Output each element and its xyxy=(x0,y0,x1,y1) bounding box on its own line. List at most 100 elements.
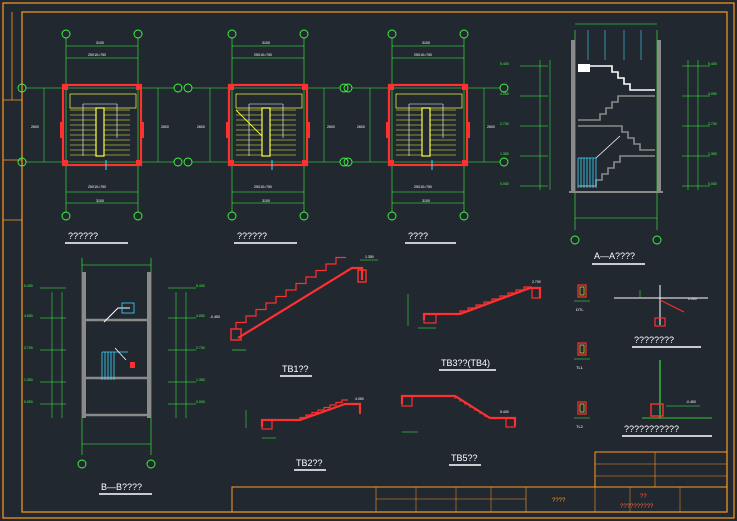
level-text: 0.000 xyxy=(708,182,717,186)
beam-label: TL1 xyxy=(576,365,584,370)
dim-text: 25X10=750 xyxy=(414,53,432,57)
wall-section xyxy=(657,40,661,192)
dim-text: 25X10=750 xyxy=(254,185,272,189)
beam-tag xyxy=(226,122,229,138)
stirrup xyxy=(579,286,585,296)
landing xyxy=(235,93,303,109)
axis-bubble xyxy=(499,83,509,93)
axis-bubble xyxy=(133,211,143,221)
tb-bearing xyxy=(357,269,367,283)
tb34-slab xyxy=(422,286,542,320)
dim-text: 3100 xyxy=(422,41,430,45)
detail-2: -0.450 xyxy=(642,360,712,419)
tb34-detail: 2.700 xyxy=(407,280,542,329)
beam-tag xyxy=(467,122,470,138)
axis-bubble xyxy=(17,83,27,93)
beam-outline xyxy=(577,401,587,415)
level-text: 5.400 xyxy=(196,284,205,288)
level-text: -0.450 xyxy=(210,315,220,319)
dim-text: 2600 xyxy=(487,125,495,129)
column xyxy=(462,84,468,90)
dim-text: 2600 xyxy=(327,125,335,129)
beam-label: DTL xyxy=(576,307,584,312)
axis-bubble xyxy=(183,157,193,167)
beam-tag xyxy=(307,122,310,138)
beam-outline xyxy=(577,284,587,298)
stirrup xyxy=(579,344,585,354)
level-text: 4.050 xyxy=(196,314,205,318)
dim-text: 3100 xyxy=(262,41,270,45)
tb1-title: TB1?? xyxy=(282,364,309,374)
tb34-steps xyxy=(459,286,532,314)
landing-slab xyxy=(578,64,590,72)
level-text: 5.400 xyxy=(500,410,509,414)
tb-bearing xyxy=(505,417,516,428)
tb5-title: TB5?? xyxy=(451,453,478,463)
tb-bearing xyxy=(261,419,273,430)
level-text: 5.400 xyxy=(708,62,717,66)
tb5-slab xyxy=(400,394,517,426)
tb2-detail: 4.050 xyxy=(245,397,364,439)
column xyxy=(228,84,234,90)
level-text: 1.350 xyxy=(24,378,33,382)
level-text: 4.050 xyxy=(500,92,509,96)
axis-bubble xyxy=(459,211,469,221)
cut-line xyxy=(235,109,263,137)
tb-bearing xyxy=(423,313,437,324)
column xyxy=(462,160,468,166)
dim-text: 3100 xyxy=(96,41,104,45)
beam-section-TL2: TL2 xyxy=(574,401,590,429)
detail-2-title: ??????????? xyxy=(624,424,679,434)
beam-tag xyxy=(386,122,389,138)
plan-3-title: ???? xyxy=(408,231,428,241)
section-aa-title: A—A???? xyxy=(594,251,635,261)
beam-section-DTL: DTL xyxy=(574,284,590,312)
dim-text: 25X10=750 xyxy=(414,185,432,189)
rail-detail xyxy=(121,302,135,314)
tb34-title: TB3??(TB4) xyxy=(441,358,490,368)
tb-bearing xyxy=(531,287,541,299)
section-bb-title: B—B???? xyxy=(101,482,142,492)
title-sheet: ?????????? xyxy=(620,504,654,510)
level-text: 1.350 xyxy=(365,255,374,259)
dim-text: 2600 xyxy=(357,125,365,129)
dim-text: 2600 xyxy=(31,125,39,129)
axis-bubble xyxy=(299,211,309,221)
landing xyxy=(69,93,137,109)
beam-tag xyxy=(141,122,144,138)
inner-frame xyxy=(21,11,728,513)
column xyxy=(136,160,142,166)
axis-bubble xyxy=(387,29,397,39)
plan-views: 3100 25X10=750 3100 25X10=750 2600 2600 3100 25… xyxy=(17,29,509,221)
level-text: 2.700 xyxy=(196,346,205,350)
flight-3 xyxy=(578,95,655,121)
wall-section xyxy=(147,272,151,418)
detail-1-title: ???????? xyxy=(634,335,674,345)
tb-details: 1.350 -0.450 2.700 4.050 5.400 xyxy=(210,255,542,439)
level-text: 1.350 xyxy=(196,378,205,382)
dim-text: 3100 xyxy=(96,199,104,203)
axis-bubble xyxy=(299,29,309,39)
axis-bubble xyxy=(343,157,353,167)
level-text: 1.350 xyxy=(500,152,509,156)
beam-section-TL1: TL1 xyxy=(574,342,590,370)
stirrup xyxy=(579,403,585,413)
beam-outline xyxy=(577,342,587,356)
axis-bubble xyxy=(570,235,580,245)
flight-1 xyxy=(578,155,655,187)
tb2-steps xyxy=(299,399,348,420)
title-drawing-name: ???? xyxy=(552,498,566,504)
dim-text: 2600 xyxy=(161,125,169,129)
axis-bubble xyxy=(77,459,87,469)
flight-4 xyxy=(578,65,655,91)
flight-2 xyxy=(578,125,655,151)
level-text: 0.000 xyxy=(24,400,33,404)
beam-tag xyxy=(130,362,135,368)
column xyxy=(388,160,394,166)
beam-outline xyxy=(654,317,666,327)
rebar xyxy=(659,299,685,313)
